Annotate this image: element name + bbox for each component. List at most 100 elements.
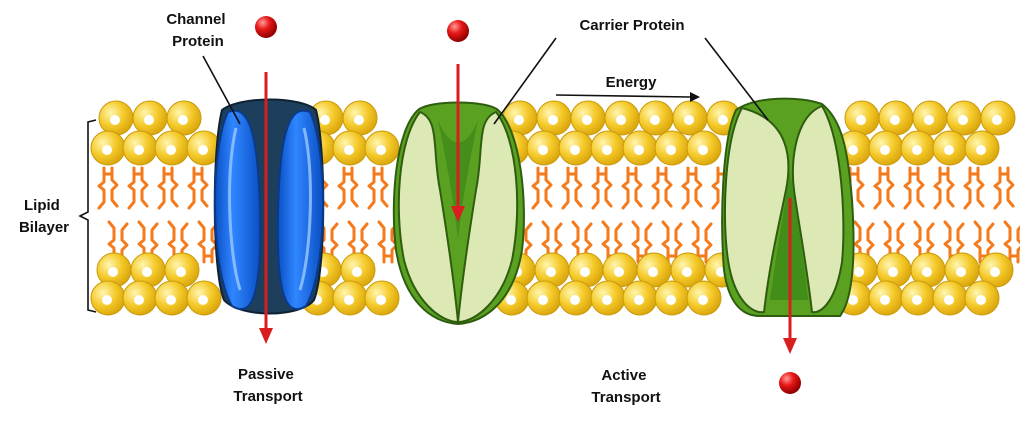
carrier-protein-label: Carrier Protein xyxy=(579,17,684,34)
phospholipid-head-top-front xyxy=(90,130,126,166)
phospholipid-head-highlight xyxy=(944,295,954,305)
lipid-tails xyxy=(97,166,1020,264)
phospholipid-head-bottom-back xyxy=(636,252,672,288)
lipid-tail-lower xyxy=(691,220,713,264)
energy-arrow xyxy=(555,92,700,102)
phospholipid-head-bottom-front xyxy=(364,280,400,316)
carrier-protein-open-bottom xyxy=(721,97,855,317)
phospholipid-head-highlight xyxy=(134,145,144,155)
carrier-entry-arrow xyxy=(451,64,465,222)
phospholipid-head-top-front xyxy=(332,130,368,166)
phospholipid-head-bottom-front xyxy=(558,280,594,316)
phospholipid-head-bottom-back xyxy=(978,252,1014,288)
phospholipid-head-highlight xyxy=(166,295,176,305)
lipid-tail-upper xyxy=(367,166,389,210)
phospholipid-head-highlight xyxy=(912,295,922,305)
phospholipid-head-highlight xyxy=(922,267,932,277)
phospholipid-head-top-front xyxy=(654,130,690,166)
lipid-tail-upper xyxy=(187,166,209,210)
phospholipid-head-highlight xyxy=(344,295,354,305)
channel-protein-label: Channel Protein xyxy=(166,11,229,50)
active-transport-arrow xyxy=(783,198,797,354)
lipid-tail-upper xyxy=(157,166,179,210)
phospholipid-head-highlight xyxy=(614,267,624,277)
phospholipid-head-highlight xyxy=(582,115,592,125)
active-transport-label: Active Transport xyxy=(591,367,660,406)
phospholipid-head-highlight xyxy=(178,115,188,125)
phospholipid-head-highlight xyxy=(144,115,154,125)
lipid-tail-upper xyxy=(127,166,149,210)
molecule-carrier-entering xyxy=(447,20,469,42)
phospholipid-head-highlight xyxy=(602,295,612,305)
phospholipid-head-top-back xyxy=(536,100,572,136)
phospholipid-head-bottom-front xyxy=(654,280,690,316)
lipid-tail-upper xyxy=(561,166,583,210)
phospholipid-head-top-back xyxy=(166,100,202,136)
phospholipid-head-highlight xyxy=(134,295,144,305)
phospholipid-head-highlight xyxy=(958,115,968,125)
phospholipid-head-bottom-front xyxy=(964,280,1000,316)
phospholipid-head-top-back xyxy=(946,100,982,136)
phospholipid-head-bottom-front xyxy=(622,280,658,316)
phospholipid-head-highlight xyxy=(684,115,694,125)
phospholipid-head-highlight xyxy=(102,295,112,305)
phospholipid-head-highlight xyxy=(546,267,556,277)
lipid-tail-upper xyxy=(933,166,955,210)
lipid-tail-upper xyxy=(993,166,1015,210)
carrier-protein-pointer-right xyxy=(704,37,769,121)
phospholipid-head-highlight xyxy=(912,145,922,155)
phospholipid-head-bottom-back xyxy=(96,252,132,288)
passive-transport-arrow xyxy=(259,72,273,344)
phospholipid-head-top-front xyxy=(964,130,1000,166)
phospholipid-head-highlight xyxy=(352,267,362,277)
phospholipid-head-highlight xyxy=(698,145,708,155)
lipid-tail-upper xyxy=(963,166,985,210)
phospholipid-head-bottom-front xyxy=(932,280,968,316)
phospholipid-head-highlight xyxy=(944,145,954,155)
phospholipid-head-bottom-front xyxy=(186,280,222,316)
lipid-tail-lower xyxy=(197,220,219,264)
passive-transport-label: Passive Transport xyxy=(233,366,302,405)
phospholipid-head-top-front xyxy=(122,130,158,166)
phospholipid-head-bottom-back xyxy=(164,252,200,288)
phospholipid-head-top-front xyxy=(364,130,400,166)
phospholipid-head-top-back xyxy=(844,100,880,136)
bottom-phospholipid-heads xyxy=(90,252,1014,316)
phospholipid-head-highlight xyxy=(848,295,858,305)
phospholipid-head-highlight xyxy=(890,115,900,125)
phospholipid-head-bottom-front xyxy=(900,280,936,316)
lipid-tail-upper xyxy=(621,166,643,210)
phospholipid-head-highlight xyxy=(880,295,890,305)
phospholipid-head-bottom-back xyxy=(340,252,376,288)
phospholipid-head-highlight xyxy=(648,267,658,277)
phospholipid-head-highlight xyxy=(376,295,386,305)
phospholipid-head-top-back xyxy=(342,100,378,136)
phospholipid-head-bottom-back xyxy=(670,252,706,288)
phospholipid-head-highlight xyxy=(320,115,330,125)
phospholipid-head-highlight xyxy=(514,115,524,125)
phospholipid-head-highlight xyxy=(142,267,152,277)
phospholipid-head-highlight xyxy=(976,145,986,155)
phospholipid-head-top-back xyxy=(132,100,168,136)
phospholipid-head-highlight xyxy=(718,115,728,125)
phospholipid-head-highlight xyxy=(570,145,580,155)
phospholipid-head-highlight xyxy=(198,145,208,155)
phospholipid-head-bottom-back xyxy=(944,252,980,288)
phospholipid-head-highlight xyxy=(880,145,890,155)
phospholipid-head-top-back xyxy=(98,100,134,136)
lipid-bilayer-bracket xyxy=(78,119,97,313)
phospholipid-head-top-front xyxy=(686,130,722,166)
phospholipid-head-top-front xyxy=(932,130,968,166)
phospholipid-head-highlight xyxy=(666,145,676,155)
phospholipid-head-highlight xyxy=(854,267,864,277)
phospholipid-head-bottom-front xyxy=(332,280,368,316)
phospholipid-head-highlight xyxy=(538,295,548,305)
phospholipid-head-highlight xyxy=(602,145,612,155)
phospholipid-head-top-back xyxy=(980,100,1016,136)
lipid-tail-upper xyxy=(97,166,119,210)
phospholipid-head-highlight xyxy=(570,295,580,305)
phospholipid-head-highlight xyxy=(354,115,364,125)
phospholipid-head-highlight xyxy=(198,295,208,305)
phospholipid-head-highlight xyxy=(888,267,898,277)
